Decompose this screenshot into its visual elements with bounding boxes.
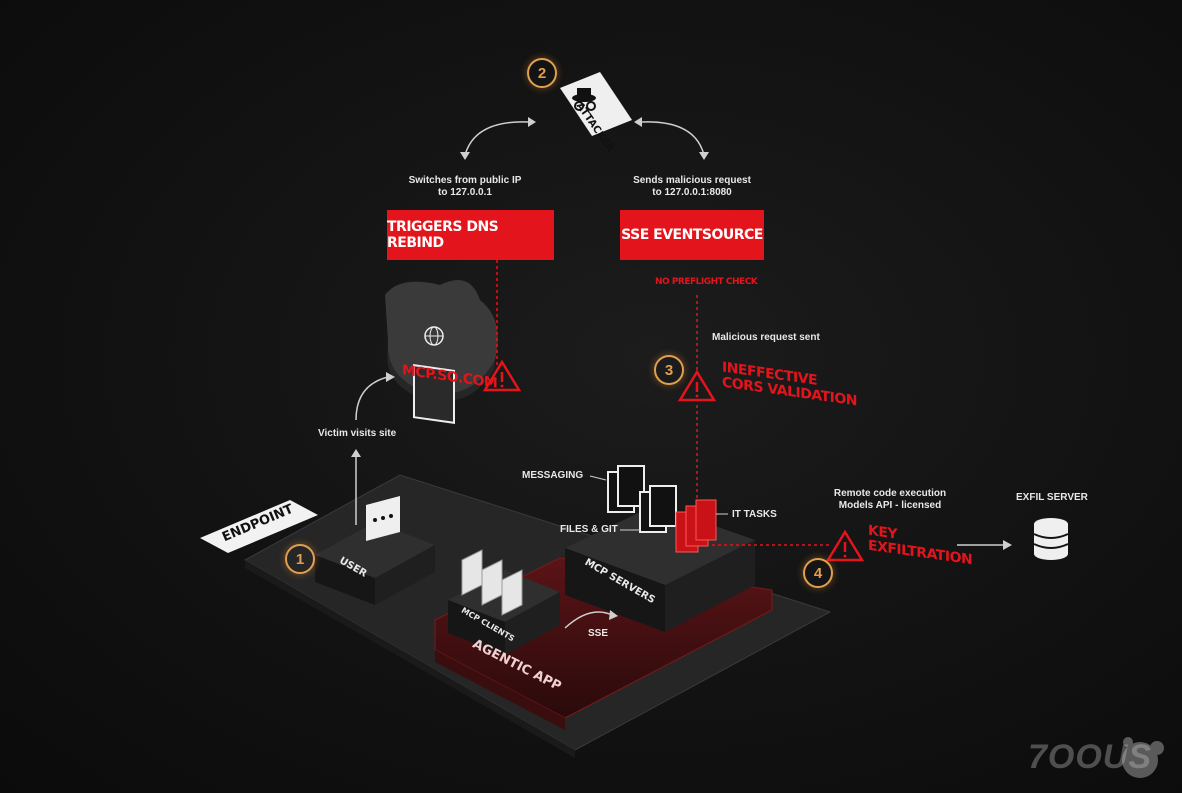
mcp-servers-block-left: [565, 548, 665, 632]
step-2-badge: 2: [527, 58, 557, 88]
mcp-clients-block-left: [448, 600, 505, 655]
triggers-dns-rebind-box: TRIGGERS DNS REBIND: [387, 210, 554, 260]
malicious-request-label: Malicious request sent: [712, 332, 820, 343]
step-3-badge: 3: [654, 355, 684, 385]
spy-icon: [572, 88, 596, 111]
dns-caption: Switches from public IP to 127.0.0.1: [408, 175, 522, 198]
victim-visits-label: Victim visits site: [318, 428, 397, 439]
agentic-app-front: [435, 650, 565, 730]
messaging-label: MESSAGING: [522, 470, 584, 481]
exfil-server-label: EXFIL SERVER: [1016, 492, 1088, 503]
server-doc-cards: [607, 465, 717, 553]
watermark: 7OOUS: [1028, 738, 1153, 776]
arrow-attacker-to-dns: [464, 121, 529, 156]
warning-icon-dns: [482, 359, 522, 392]
watermark-splash: [1122, 737, 1164, 778]
warning-icon-exfil: [825, 529, 865, 562]
user-block-left: [315, 555, 375, 605]
mcp-client-cards: [461, 549, 523, 616]
sse-caption: Sends malicious request to 127.0.0.1:808…: [633, 175, 751, 198]
sse-flow-label: SSE: [588, 628, 609, 639]
database-icon: [1033, 518, 1069, 560]
warning-icon-cors: [677, 369, 717, 402]
browser-globe-icon: [413, 326, 455, 424]
rce-caption: Remote code execution Models API - licen…: [833, 488, 947, 511]
arrow-victim-to-site: [355, 376, 389, 421]
mcp-servers-block-right: [665, 540, 755, 632]
sse-eventsource-box: SSE EVENTSOURCE: [620, 210, 764, 260]
arrow-attacker-to-sse: [641, 121, 705, 156]
mcp-clients-block-right: [505, 592, 560, 655]
step-1-badge: 1: [285, 544, 315, 574]
files-git-label: FILES & GIT: [560, 524, 618, 535]
it-tasks-label: IT TASKS: [732, 509, 777, 520]
no-preflight-note: NO PREFLIGHT CHECK: [655, 277, 758, 287]
arrow-sse-flow: [564, 611, 613, 629]
user-block-top: [315, 522, 435, 578]
endpoint-tag: [200, 500, 318, 553]
platform-edge: [245, 560, 575, 758]
chat-bubble-icon: [366, 496, 400, 541]
user-block-right: [375, 545, 435, 605]
step-4-badge: 4: [803, 558, 833, 588]
